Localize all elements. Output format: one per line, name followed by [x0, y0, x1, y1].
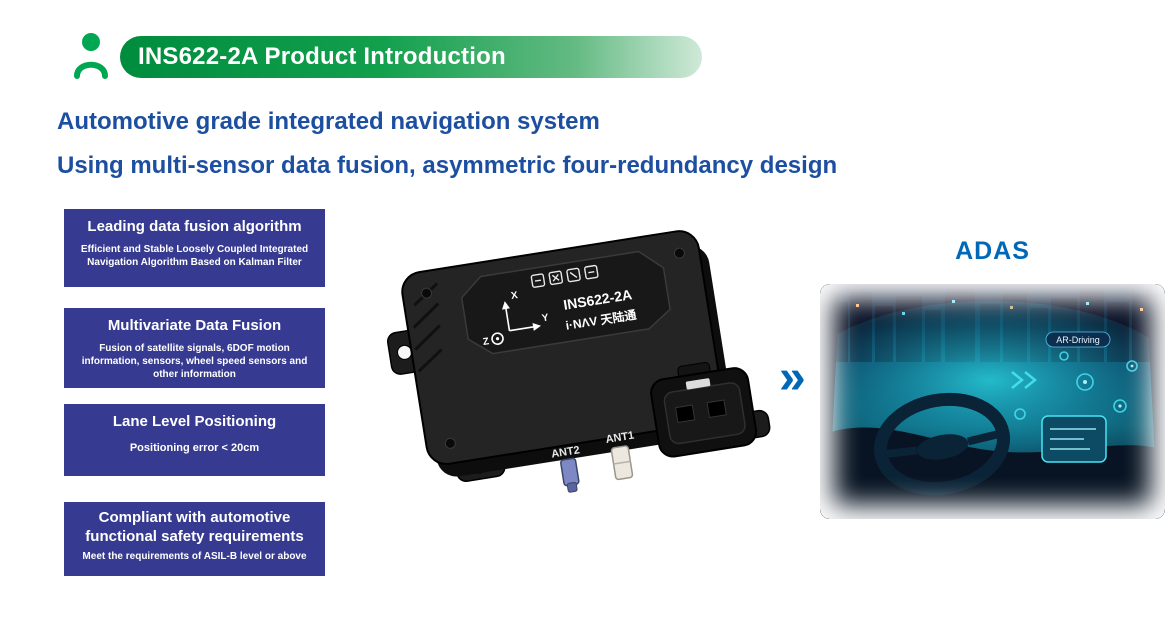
- console-screen: [1041, 415, 1107, 463]
- subtitle-line1: Automotive grade integrated navigation s…: [57, 108, 600, 135]
- feature-box-multivariate-fusion: Multivariate Data Fusion Fusion of satel…: [64, 308, 325, 388]
- feature-description: Meet the requirements of ASIL-B level or…: [82, 550, 307, 562]
- label-plate: [460, 250, 671, 355]
- ant1-label: ANT1: [605, 430, 635, 446]
- ant1-connector: [610, 445, 634, 481]
- certification-icons: [530, 264, 599, 288]
- adas-label: ADAS: [955, 237, 1030, 265]
- ar-chevrons: [1011, 371, 1038, 389]
- person-icon: [72, 31, 112, 79]
- subtitle-line2: Using multi-sensor data fusion, asymmetr…: [57, 152, 838, 179]
- adas-car-image: AR-Driving: [820, 284, 1165, 519]
- feature-description: Efficient and Stable Loosely Coupled Int…: [80, 243, 309, 268]
- axis-y-label: Y: [541, 312, 550, 324]
- feature-title: Lane Level Positioning: [112, 413, 277, 430]
- feature-title: Compliant with automotive functional saf…: [85, 509, 304, 545]
- connector-sticker: [685, 378, 711, 390]
- axis-diagram: [491, 301, 542, 345]
- feature-box-data-fusion-algorithm: Leading data fusion algorithm Efficient …: [64, 209, 325, 287]
- ar-driving-badge: AR-Driving: [1045, 331, 1111, 348]
- steering-wheel: [873, 392, 1011, 496]
- main-connector: [650, 361, 758, 458]
- product-photo-ins622: X Y Z INS622-2A i·NΛV 天陆通 ANT2 ANT1: [346, 208, 790, 526]
- hud-icons: [1014, 351, 1138, 420]
- feature-title: Multivariate Data Fusion: [107, 317, 282, 334]
- axis-x-label: X: [510, 290, 519, 302]
- axis-z-label: Z: [482, 336, 490, 348]
- double-chevron-icon: »: [779, 351, 806, 404]
- feature-description: Positioning error < 20cm: [129, 441, 260, 454]
- ant2-connector: [560, 457, 580, 493]
- page-title: INS622-2A Product Introduction: [138, 43, 506, 70]
- feature-description: Fusion of satellite signals, 6DOF motion…: [81, 342, 308, 380]
- title-banner: INS622-2A Product Introduction: [120, 36, 702, 78]
- feature-box-functional-safety: Compliant with automotive functional saf…: [64, 502, 325, 576]
- ar-driving-label: AR-Driving: [1056, 335, 1100, 345]
- hud-dots: [1083, 364, 1134, 408]
- feature-title: Leading data fusion algorithm: [87, 218, 302, 235]
- ant2-label: ANT2: [550, 444, 580, 460]
- feature-box-lane-positioning: Lane Level Positioning Positioning error…: [64, 404, 325, 476]
